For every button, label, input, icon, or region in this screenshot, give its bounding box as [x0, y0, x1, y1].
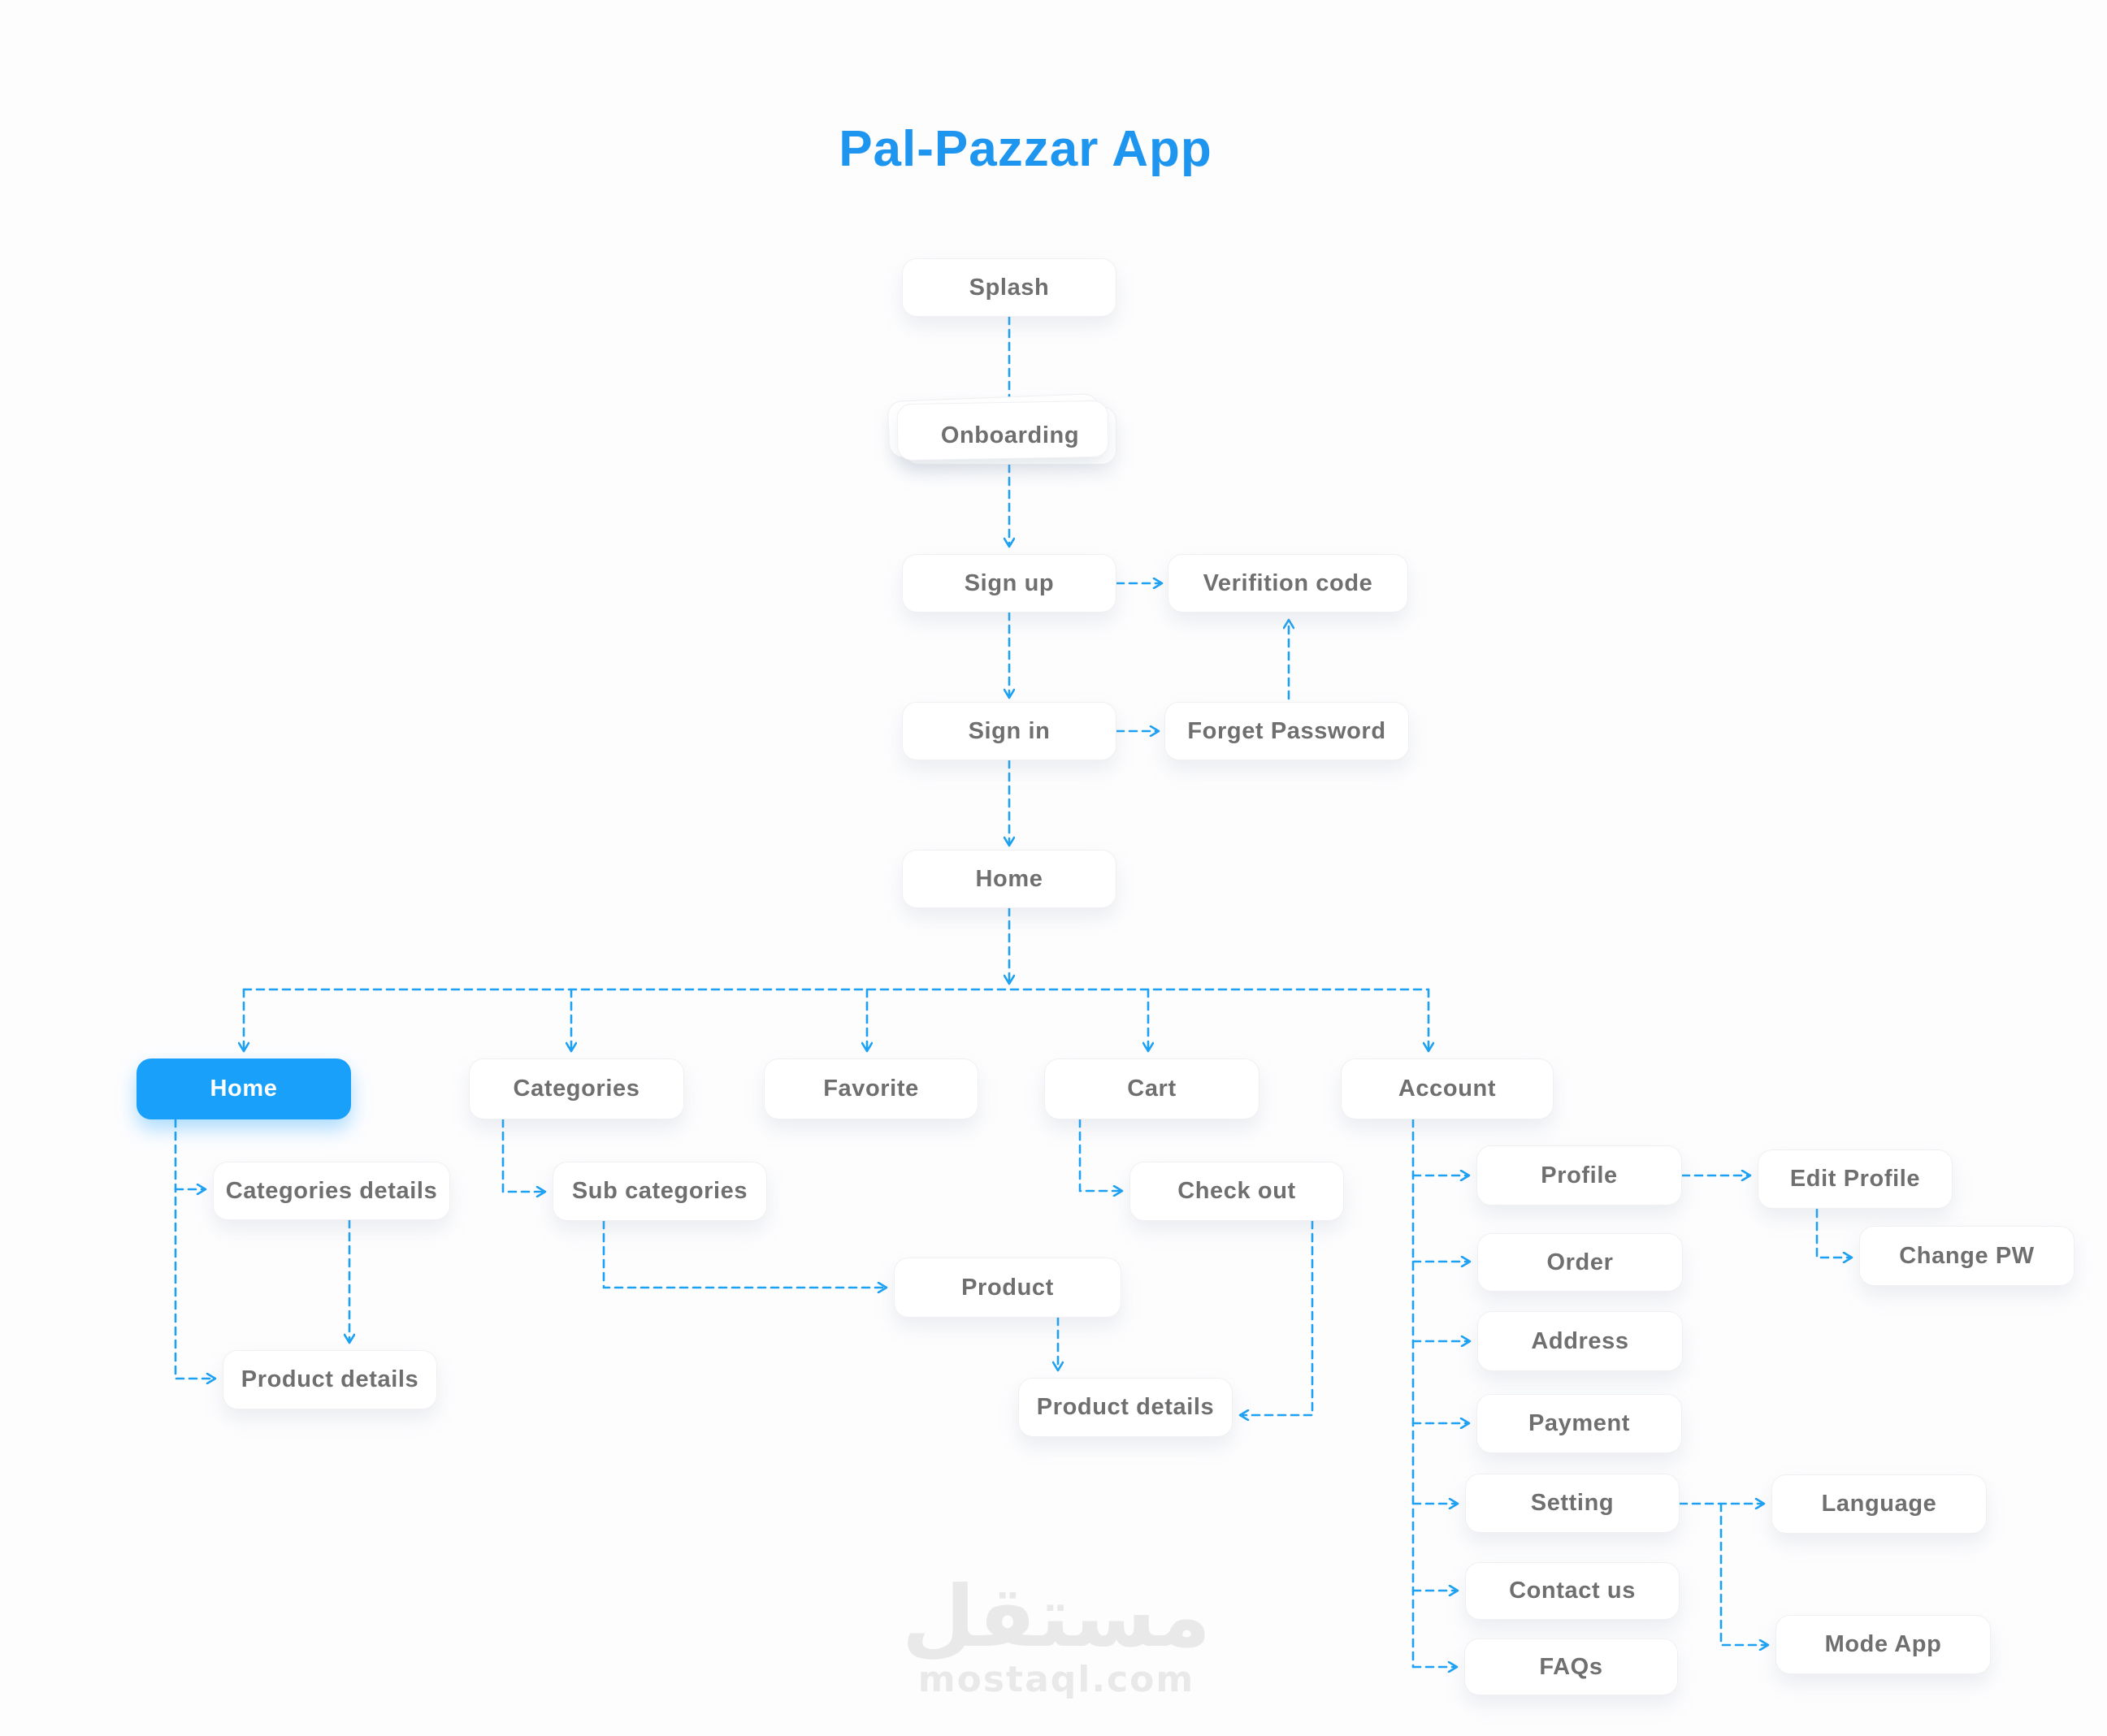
node-label-contact-us: Contact us — [1509, 1578, 1636, 1604]
node-label-splash: Splash — [969, 274, 1050, 301]
node-edit-profile[interactable]: Edit Profile — [1758, 1149, 1953, 1209]
node-label-order: Order — [1546, 1249, 1614, 1275]
node-product-details-center[interactable]: Product details — [1018, 1378, 1233, 1437]
node-label-check-out: Check out — [1177, 1178, 1296, 1204]
node-label-sign-in: Sign in — [968, 717, 1051, 744]
node-categories[interactable]: Categories — [469, 1058, 684, 1119]
node-label-favorite: Favorite — [823, 1076, 919, 1102]
node-cart[interactable]: Cart — [1044, 1058, 1259, 1119]
node-label-product-details-left: Product details — [241, 1366, 419, 1392]
node-setting[interactable]: Setting — [1465, 1474, 1680, 1533]
node-language[interactable]: Language — [1771, 1474, 1987, 1534]
node-label-payment: Payment — [1528, 1410, 1631, 1436]
edge-categories-to-sub-categories — [501, 1118, 544, 1192]
node-label-cart: Cart — [1127, 1076, 1177, 1102]
edge-home-tab-to-product-details — [174, 1118, 215, 1379]
edge-setting-to-mode-app — [1719, 1502, 1767, 1645]
node-contact-us[interactable]: Contact us — [1465, 1562, 1680, 1620]
mostaql-watermark-logo: مستقل — [901, 1567, 1212, 1666]
node-label-edit-profile: Edit Profile — [1789, 1166, 1921, 1192]
node-label-faqs: FAQs — [1539, 1653, 1603, 1680]
node-sign-up[interactable]: Sign up — [902, 554, 1116, 613]
node-label-sub-categories: Sub categories — [571, 1178, 748, 1204]
node-profile[interactable]: Profile — [1476, 1145, 1682, 1206]
edge-cart-to-check-out — [1078, 1118, 1121, 1191]
node-product[interactable]: Product — [894, 1258, 1121, 1318]
node-splash[interactable]: Splash — [902, 258, 1116, 317]
node-change-pw[interactable]: Change PW — [1859, 1226, 2074, 1286]
node-order[interactable]: Order — [1477, 1233, 1683, 1292]
node-account[interactable]: Account — [1341, 1058, 1554, 1119]
node-favorite[interactable]: Favorite — [764, 1058, 978, 1119]
node-label-sign-up: Sign up — [964, 569, 1055, 596]
node-verifition-code[interactable]: Verifition code — [1168, 554, 1408, 613]
node-label-product-details-center: Product details — [1036, 1394, 1215, 1420]
node-onboarding[interactable]: Onboarding — [904, 406, 1116, 465]
node-forget-password[interactable]: Forget Password — [1164, 702, 1409, 760]
node-faqs[interactable]: FAQs — [1464, 1639, 1678, 1695]
edge-sub-categories-to-product — [602, 1219, 886, 1288]
node-home-tab[interactable]: Home — [137, 1058, 351, 1119]
node-label-forget-password: Forget Password — [1187, 717, 1386, 744]
node-label-onboarding: Onboarding — [940, 422, 1080, 448]
node-product-details-left[interactable]: Product details — [223, 1350, 437, 1409]
node-label-categories: Categories — [513, 1076, 640, 1102]
node-payment[interactable]: Payment — [1476, 1394, 1682, 1453]
node-address[interactable]: Address — [1477, 1311, 1683, 1371]
node-label-profile: Profile — [1541, 1162, 1618, 1188]
page-title: Pal-Pazzar App — [839, 121, 1212, 177]
node-label-verifition-code: Verifition code — [1203, 569, 1373, 596]
node-mode-app[interactable]: Mode App — [1775, 1615, 1991, 1674]
node-label-mode-app: Mode App — [1824, 1631, 1942, 1657]
node-label-language: Language — [1821, 1491, 1937, 1517]
node-label-account: Account — [1398, 1076, 1497, 1102]
edge-edit-profile-to-change-pw — [1815, 1208, 1851, 1258]
node-label-setting: Setting — [1530, 1490, 1615, 1516]
node-label-change-pw: Change PW — [1899, 1242, 2035, 1269]
node-sign-in[interactable]: Sign in — [902, 702, 1116, 760]
node-home-top[interactable]: Home — [902, 850, 1116, 908]
node-label-categories-details: Categories details — [225, 1177, 438, 1204]
node-categories-details[interactable]: Categories details — [213, 1162, 450, 1220]
edge-check-out-to-product-details — [1241, 1219, 1314, 1415]
node-label-address: Address — [1531, 1327, 1629, 1354]
node-label-product: Product — [961, 1274, 1054, 1301]
node-label-home-top: Home — [975, 865, 1043, 892]
mostaql-watermark-site: mostaql.com — [917, 1659, 1195, 1700]
node-label-home-tab: Home — [210, 1076, 278, 1102]
node-check-out[interactable]: Check out — [1129, 1162, 1344, 1221]
node-sub-categories[interactable]: Sub categories — [553, 1162, 767, 1221]
